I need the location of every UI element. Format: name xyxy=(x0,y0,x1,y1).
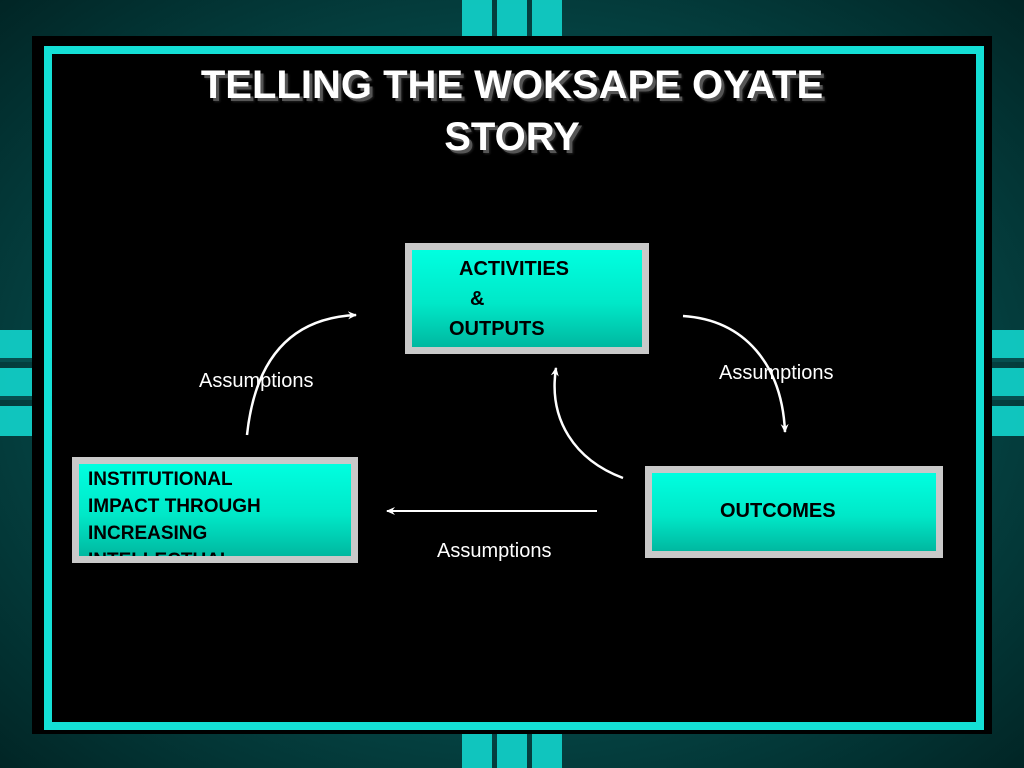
arrow-activities-to-outcomes xyxy=(682,314,789,433)
institutional-line-1: INSTITUTIONAL xyxy=(88,469,233,490)
slide-title-line-1: TELLING THE WOKSAPE OYATE xyxy=(200,63,824,107)
content-border xyxy=(44,46,984,730)
outcomes-label: OUTCOMES xyxy=(720,500,836,522)
ampersand-label: & xyxy=(470,288,485,310)
activities-label: ACTIVITIES xyxy=(459,258,570,280)
assumptions-label-left: Assumptions xyxy=(199,370,314,392)
institutional-line-2: IMPACT THROUGH xyxy=(88,496,261,517)
arrow-institutional-to-activities xyxy=(245,311,357,436)
institutional-impact-box: INSTITUTIONAL IMPACT THROUGH INCREASING … xyxy=(72,457,358,563)
institutional-line-4: INTELLECTUAL xyxy=(88,547,261,556)
slide-title-line-2: STORY xyxy=(444,115,580,159)
arrow-outcomes-to-activities xyxy=(550,367,624,480)
outcomes-box: OUTCOMES xyxy=(645,466,943,558)
outputs-label: OUTPUTS xyxy=(449,318,545,340)
activities-outputs-box: ACTIVITIES & OUTPUTS xyxy=(405,243,649,354)
assumptions-label-bottom: Assumptions xyxy=(437,540,552,562)
institutional-line-3: INCREASING xyxy=(88,523,208,544)
institutional-impact-text: INSTITUTIONAL IMPACT THROUGH INCREASING … xyxy=(88,466,261,556)
assumptions-label-right: Assumptions xyxy=(719,362,834,384)
